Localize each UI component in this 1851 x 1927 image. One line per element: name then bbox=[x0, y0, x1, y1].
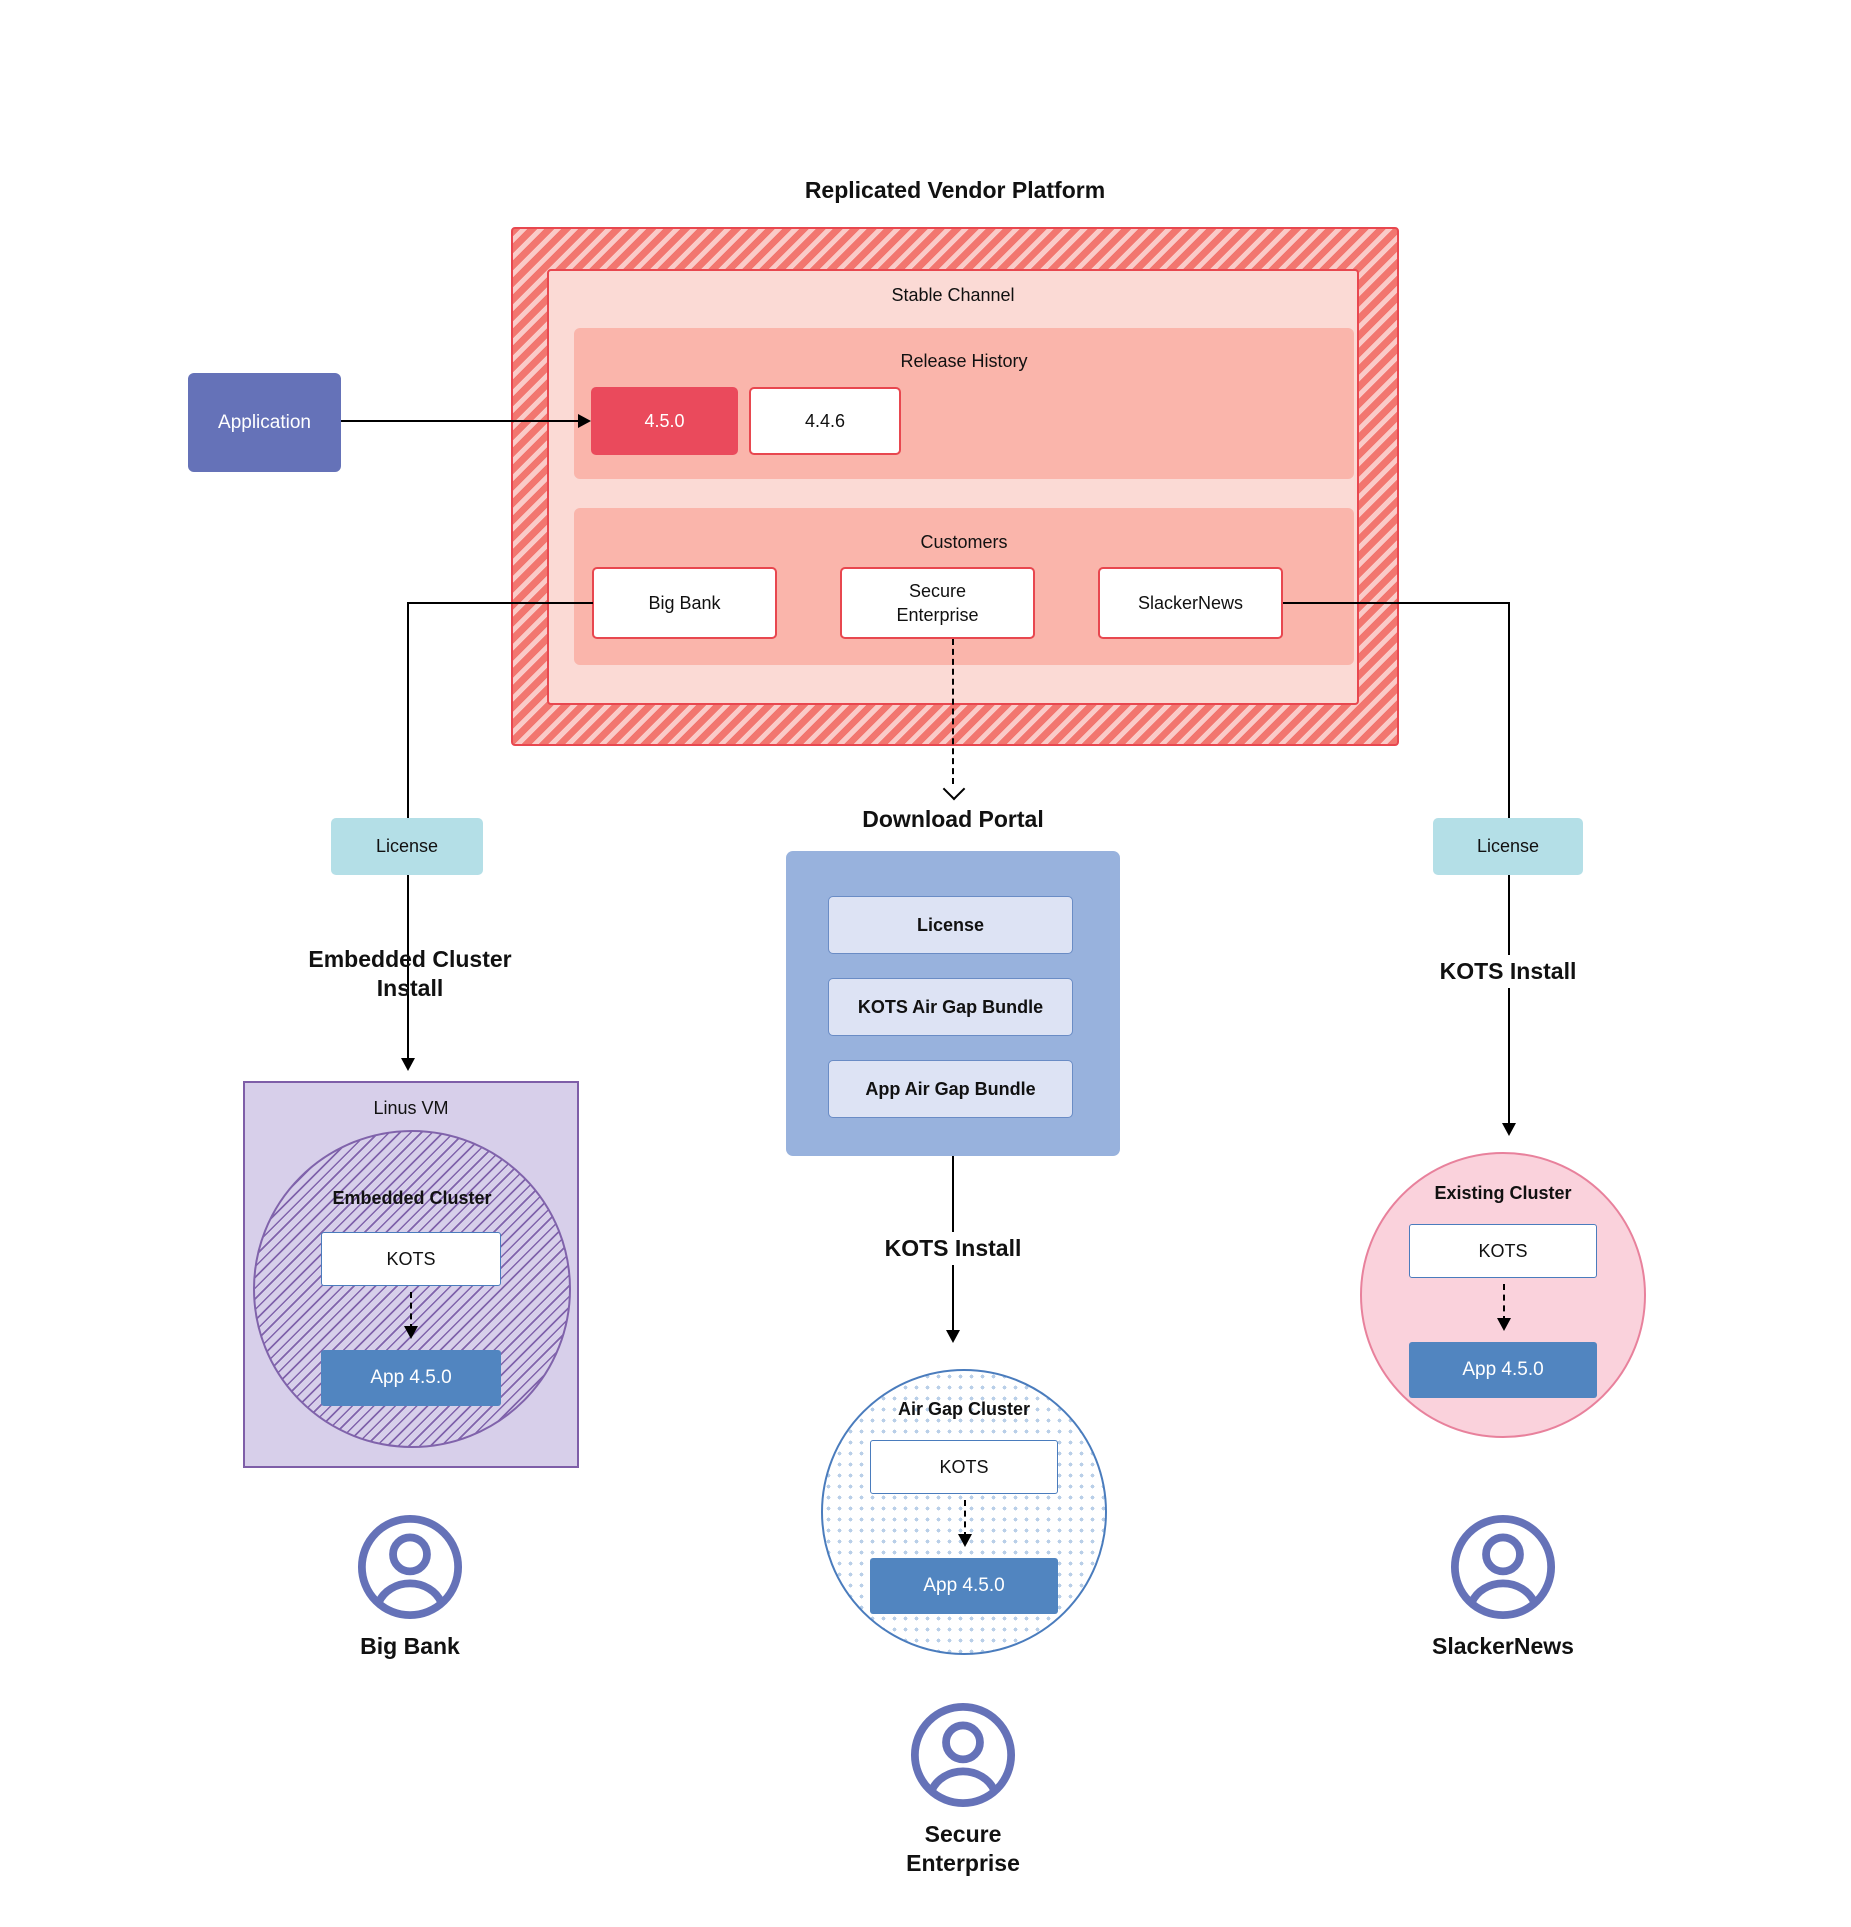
kots-box-right[interactable]: KOTS bbox=[1409, 1224, 1597, 1278]
app-version-box-left[interactable]: App 4.5.0 bbox=[321, 1350, 501, 1406]
existing-cluster-label: Existing Cluster bbox=[1434, 1183, 1572, 1203]
customer-label-right: SlackerNews bbox=[1432, 1633, 1574, 1659]
connector-kots-to-app-left bbox=[410, 1292, 412, 1330]
application-box[interactable]: Application bbox=[188, 373, 341, 472]
application-label: Application bbox=[218, 411, 311, 433]
portal-item-label: License bbox=[916, 914, 985, 935]
kots-box-middle[interactable]: KOTS bbox=[870, 1440, 1058, 1494]
avatar bbox=[355, 1512, 465, 1627]
embedded-cluster-label: Embedded Cluster bbox=[332, 1188, 492, 1208]
connector-slackernews-vertical bbox=[1508, 602, 1510, 818]
customer-card-secure-enterprise[interactable]: Secure Enterprise bbox=[840, 567, 1035, 639]
app-version-box-right[interactable]: App 4.5.0 bbox=[1409, 1342, 1597, 1398]
customer-name: Big Bank bbox=[648, 592, 721, 613]
kots-label: KOTS bbox=[1478, 1240, 1528, 1261]
arrow-down-icon bbox=[1497, 1318, 1511, 1331]
arrow-right-icon bbox=[578, 414, 591, 428]
customer-name: Secure Enterprise bbox=[896, 580, 979, 625]
kots-label: KOTS bbox=[939, 1456, 989, 1477]
linux-vm-label: Linus VM bbox=[373, 1098, 449, 1118]
customer-card-big-bank[interactable]: Big Bank bbox=[592, 567, 777, 639]
arrow-down-icon bbox=[958, 1534, 972, 1547]
app-version-label: App 4.5.0 bbox=[923, 1575, 1005, 1596]
arrow-down-icon bbox=[404, 1326, 418, 1339]
connector-license-to-vm-left bbox=[407, 875, 409, 1063]
customer-label-middle: Secure Enterprise bbox=[906, 1821, 1020, 1877]
portal-item-kots-airgap-bundle[interactable]: KOTS Air Gap Bundle bbox=[828, 978, 1073, 1036]
page-title: Replicated Vendor Platform bbox=[804, 177, 1106, 203]
release-history-label: Release History bbox=[900, 351, 1028, 371]
license-label: License bbox=[375, 836, 439, 856]
avatar bbox=[1448, 1512, 1558, 1627]
connector-license-to-cluster-right bbox=[1508, 875, 1510, 1128]
arrow-down-icon bbox=[946, 1330, 960, 1343]
license-box-right[interactable]: License bbox=[1433, 818, 1583, 875]
connector-slackernews-horizontal bbox=[1283, 602, 1510, 604]
install-label-left: Embedded Cluster Install bbox=[308, 946, 512, 1002]
stable-channel-label: Stable Channel bbox=[891, 285, 1015, 305]
customer-label-left: Big Bank bbox=[360, 1633, 460, 1659]
release-version: 4.4.6 bbox=[804, 410, 846, 431]
kots-label: KOTS bbox=[386, 1248, 436, 1269]
release-card-previous[interactable]: 4.4.6 bbox=[749, 387, 901, 455]
app-version-box-middle[interactable]: App 4.5.0 bbox=[870, 1558, 1058, 1614]
customer-card-slackernews[interactable]: SlackerNews bbox=[1098, 567, 1283, 639]
arrow-down-icon bbox=[401, 1058, 415, 1071]
connector-application-to-release bbox=[341, 420, 585, 422]
customers-label: Customers bbox=[920, 532, 1008, 552]
arrow-down-icon bbox=[1502, 1123, 1516, 1136]
connector-bigbank-vertical bbox=[407, 602, 409, 818]
portal-item-license[interactable]: License bbox=[828, 896, 1073, 954]
connector-kots-to-app-middle bbox=[964, 1500, 966, 1538]
chevron-down-icon bbox=[942, 777, 966, 801]
download-portal-title: Download Portal bbox=[862, 806, 1044, 832]
license-label: License bbox=[1476, 836, 1540, 856]
customer-name: SlackerNews bbox=[1137, 592, 1244, 613]
user-avatar-icon bbox=[910, 1702, 1016, 1808]
user-avatar-icon bbox=[1450, 1514, 1556, 1620]
release-card-current[interactable]: 4.5.0 bbox=[591, 387, 738, 455]
portal-item-app-airgap-bundle[interactable]: App Air Gap Bundle bbox=[828, 1060, 1073, 1118]
kots-box-left[interactable]: KOTS bbox=[321, 1232, 501, 1286]
install-label-middle: KOTS Install bbox=[793, 1232, 1113, 1266]
connector-kots-to-app-right bbox=[1503, 1284, 1505, 1322]
avatar bbox=[908, 1700, 1018, 1815]
user-avatar-icon bbox=[357, 1514, 463, 1620]
portal-item-label: KOTS Air Gap Bundle bbox=[857, 996, 1044, 1017]
app-version-label: App 4.5.0 bbox=[1462, 1359, 1544, 1380]
install-label-right: KOTS Install bbox=[1348, 955, 1668, 989]
app-version-label: App 4.5.0 bbox=[370, 1367, 452, 1388]
air-gap-cluster-label: Air Gap Cluster bbox=[897, 1399, 1031, 1419]
portal-item-label: App Air Gap Bundle bbox=[865, 1078, 1036, 1099]
release-version: 4.5.0 bbox=[644, 410, 685, 431]
connector-secure-to-portal bbox=[952, 639, 954, 784]
license-box-left[interactable]: License bbox=[331, 818, 483, 875]
connector-bigbank-horizontal bbox=[407, 602, 593, 604]
